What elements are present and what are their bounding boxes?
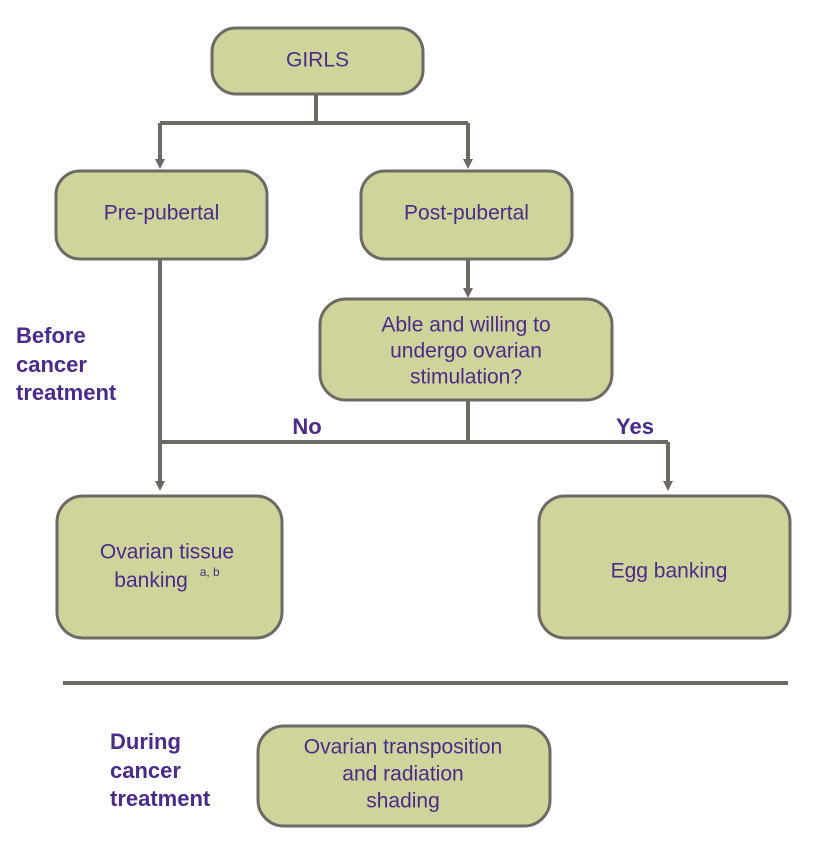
node-question-line-2: undergo ovarian (390, 340, 542, 363)
label-during-cancer-treatment: During cancer treatment (110, 729, 211, 811)
svg-text:banking a, b: banking a, b (114, 565, 220, 591)
node-girls: GIRLS (210, 26, 425, 96)
node-question-line-3: stimulation? (410, 366, 522, 389)
node-ovarian-tissue-superscript: a, b (200, 565, 220, 579)
connectors (155, 94, 673, 491)
node-girls-label: GIRLS (286, 49, 349, 72)
label-no: No (292, 414, 321, 439)
node-transposition-line-2: and radiation (342, 763, 463, 786)
label-before-line-2: cancer (16, 352, 87, 377)
node-transposition-line-1: Ovarian transposition (304, 736, 502, 759)
node-post-pubertal: Post-pubertal (359, 169, 574, 261)
node-pre-pubertal-label: Pre-pubertal (104, 202, 220, 225)
label-during-line-3: treatment (110, 786, 211, 811)
node-transposition-line-3: shading (366, 790, 440, 813)
node-ovarian-tissue-line-2: banking (114, 569, 188, 592)
node-ovarian-transposition: Ovarian transposition and radiation shad… (256, 724, 552, 828)
node-question-line-1: Able and willing to (381, 314, 550, 337)
node-question: Able and willing to undergo ovarian stim… (318, 297, 614, 402)
node-pre-pubertal: Pre-pubertal (54, 169, 269, 261)
label-before-line-1: Before (16, 323, 86, 348)
node-ovarian-tissue-banking: Ovarian tissue banking a, b (55, 494, 284, 640)
node-egg-banking-label: Egg banking (611, 560, 728, 583)
label-before-line-3: treatment (16, 380, 117, 405)
node-post-pubertal-label: Post-pubertal (404, 202, 529, 225)
node-ovarian-tissue-line-1: Ovarian tissue (100, 541, 234, 564)
label-during-line-1: During (110, 729, 181, 754)
label-during-line-2: cancer (110, 758, 181, 783)
node-egg-banking: Egg banking (537, 494, 792, 640)
label-yes: Yes (616, 414, 654, 439)
label-before-cancer-treatment: Before cancer treatment (16, 323, 117, 405)
